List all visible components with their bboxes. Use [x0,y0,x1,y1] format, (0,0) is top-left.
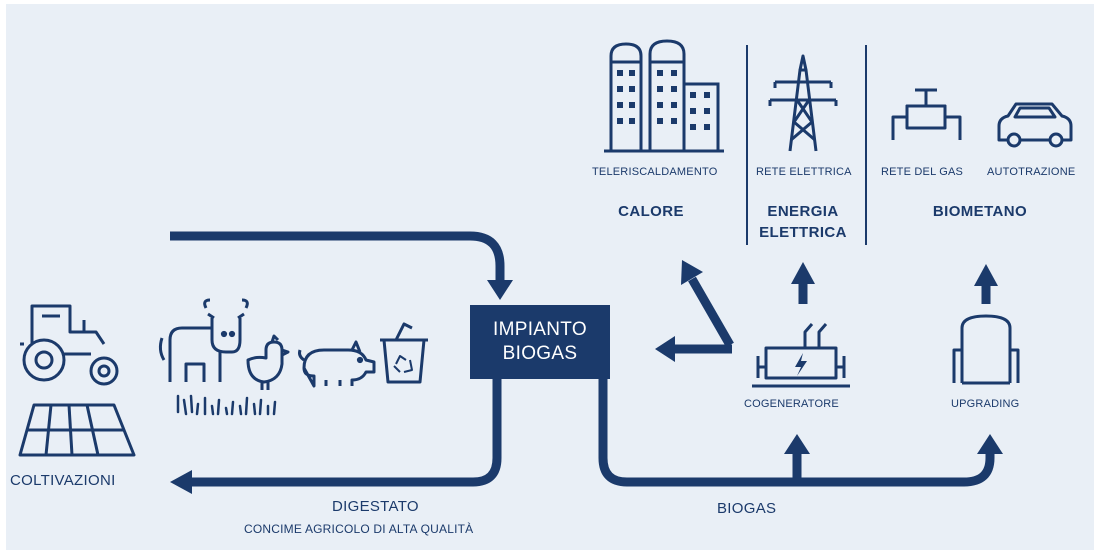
diagram-background [6,4,1094,550]
chicken-icon [246,334,290,390]
upgrading-tank-icon [952,314,1020,385]
energia-elettrica-label-line1: ENERGIA [767,203,839,220]
flow-arrows [170,231,995,487]
cogeneratore-label: COGENERATORE [744,398,839,410]
car-icon [997,102,1073,148]
rete-elettrica-label: RETE ELETTRICA [756,166,852,178]
arrowhead-to-cogenerator [784,434,810,454]
coltivazioni-label: COLTIVAZIONI [10,472,116,489]
biometano-label: BIOMETANO [932,203,1028,220]
arrowhead-to-plant-heat [655,336,675,362]
biogas-label: BIOGAS [717,500,777,517]
gas-valve-icon [891,88,962,140]
arrowhead-to-biometano [974,264,998,286]
heat-diagonal-arrow [688,276,734,348]
grass-icon [176,394,277,416]
apartment-buildings-icon [604,39,724,153]
recycle-bin-icon [380,322,428,384]
pig-icon [298,340,376,388]
tractor-icon [20,304,119,386]
cogenerator-icon [752,323,850,388]
autotrazione-label: AUTOTRAZIONE [987,166,1076,178]
lightning-icon [795,353,807,376]
calore-label: CALORE [618,203,684,220]
apartment-windows [617,70,710,130]
digestato-subtitle: CONCIME AGRICOLO DI ALTA QUALITÀ [244,522,474,536]
cow-icon [158,298,249,382]
plant-label-line2: BIOGAS [502,343,578,364]
rete-del-gas-label: RETE DEL GAS [881,166,964,178]
teleriscaldamento-label: TELERISCALDAMENTO [592,166,718,178]
arrowhead-into-plant [487,280,513,300]
arrowhead-to-energia [791,262,815,284]
digestate-arrow [190,379,502,487]
arrowhead-to-calore [681,260,703,285]
digestato-label: DIGESTATO [332,498,419,515]
plant-label-line1: IMPIANTO [493,319,587,340]
arrow-heads [170,260,1003,494]
field-icon [18,403,136,457]
upgrading-label: UPGRADING [951,398,1020,410]
arrowhead-to-upgrading [977,434,1003,454]
biogas-plant-box: IMPIANTO BIOGAS [470,305,610,379]
input-arrow [170,231,505,282]
power-pylon-icon [768,54,838,152]
energia-elettrica-label-line2: ELETTRICA [759,224,847,241]
arrowhead-to-fields [170,470,192,494]
